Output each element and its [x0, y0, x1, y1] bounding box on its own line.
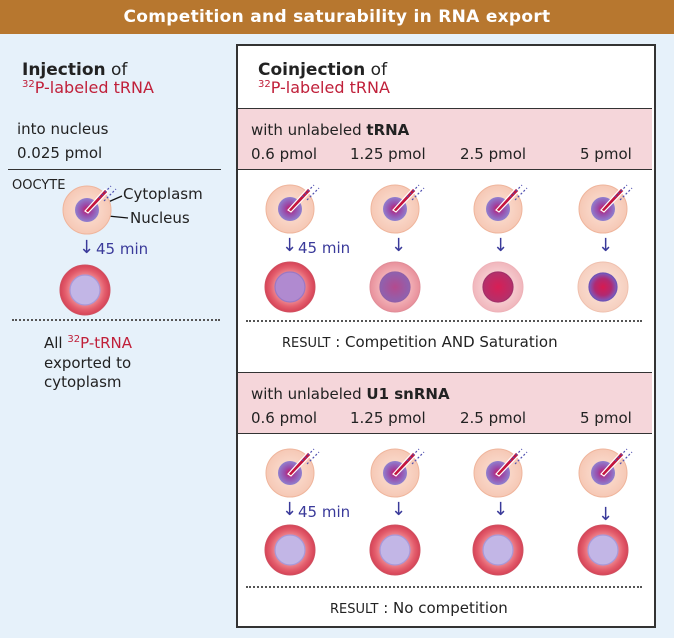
left-amount: 0.025 pmol — [17, 144, 103, 162]
section2-title-pre: with unlabeled — [251, 385, 367, 403]
section1-injected-oocyte-2 — [370, 184, 425, 234]
left-divider — [8, 169, 221, 170]
right-label-text: P-labeled tRNA — [270, 78, 390, 97]
section1-header-band — [238, 108, 652, 169]
section1-injected-oocyte-4 — [578, 184, 633, 234]
section1-result: RESULT : Competition AND Saturation — [282, 333, 558, 351]
section2-result-oocyte-2 — [369, 524, 421, 576]
section2-injected-oocyte-3 — [473, 448, 528, 498]
section2-injected-oocyte-2 — [370, 448, 425, 498]
section1-dotted-divider — [246, 320, 642, 322]
section2-result-label: RESULT — [330, 602, 379, 617]
left-heading-bold: Injection — [22, 60, 106, 80]
section2-dotted-divider — [246, 586, 642, 588]
figure-title: Competition and saturability in RNA expo… — [0, 0, 674, 34]
left-heading: Injection of — [22, 60, 127, 80]
section2-header-band — [238, 372, 652, 433]
section1-result-oocyte-1 — [264, 261, 316, 313]
section1-time: 45 min — [298, 239, 351, 257]
nucleus-label: Nucleus — [130, 209, 190, 227]
left-dotted-divider — [12, 319, 220, 321]
left-result-line2: exported to — [44, 354, 132, 372]
section2-arrow-3: ↓ — [493, 499, 509, 520]
section2-result-oocyte-3 — [472, 524, 524, 576]
section1-amount-3: 2.5 pmol — [460, 145, 527, 163]
section1-arrow-1: ↓ — [282, 235, 298, 256]
oocyte-label: OOCYTE — [12, 178, 66, 193]
section1-amount-1: 0.6 pmol — [251, 145, 318, 163]
section1-amount-4: 5 pmol — [580, 145, 632, 163]
right-heading: Coinjection of — [258, 60, 387, 80]
section2-injected-oocyte-4 — [578, 448, 633, 498]
right-label: 32P-labeled tRNA — [258, 78, 390, 97]
section2-title: with unlabeled U1 snRNA — [251, 385, 450, 403]
section1-title-bold: tRNA — [366, 121, 410, 139]
section1-title-pre: with unlabeled — [251, 121, 367, 139]
section2-arrow-2: ↓ — [391, 499, 407, 520]
section1-injected-oocyte-1 — [265, 184, 320, 234]
left-label: 32P-labeled tRNA — [22, 78, 154, 97]
section1-arrow-3: ↓ — [493, 235, 509, 256]
section2-amount-3: 2.5 pmol — [460, 409, 527, 427]
left-result-red: P-tRNA — [80, 334, 133, 352]
left-injected-oocyte — [62, 185, 117, 235]
left-label-sup: 32 — [22, 79, 35, 90]
section1-top-line — [238, 108, 652, 109]
right-heading-rest: of — [365, 60, 388, 80]
left-heading-rest: of — [105, 60, 128, 80]
section1-injected-oocyte-3 — [473, 184, 528, 234]
section2-injected-oocyte-1 — [265, 448, 320, 498]
left-into: into nucleus — [17, 120, 109, 138]
left-result-oocyte — [59, 264, 111, 316]
section2-result: RESULT : No competition — [330, 599, 508, 617]
left-time-arrow: ↓ — [79, 237, 95, 258]
left-label-text: P-labeled tRNA — [34, 78, 154, 97]
section2-amount-2: 1.25 pmol — [350, 409, 426, 427]
cytoplasm-label: Cytoplasm — [123, 185, 203, 203]
left-result-line1: All 32P-tRNA — [44, 334, 132, 352]
section2-arrow-1: ↓ — [282, 499, 298, 520]
section2-time: 45 min — [298, 503, 351, 521]
section2-arrow-4: ↓ — [598, 504, 614, 525]
section1-amount-2: 1.25 pmol — [350, 145, 426, 163]
right-label-sup: 32 — [258, 79, 271, 90]
section1-result-oocyte-3 — [472, 261, 524, 313]
left-time: 45 min — [96, 240, 149, 258]
section2-amount-4: 5 pmol — [580, 409, 632, 427]
section1-result-oocyte-4 — [577, 261, 629, 313]
section1-result-oocyte-2 — [369, 261, 421, 313]
right-heading-bold: Coinjection — [258, 60, 366, 80]
left-result-sup: 32 — [67, 334, 81, 345]
section1-arrow-2: ↓ — [391, 235, 407, 256]
section1-title: with unlabeled tRNA — [251, 121, 409, 139]
left-result-line3: cytoplasm — [44, 373, 122, 391]
section2-header-line — [238, 433, 652, 434]
section2-result-oocyte-1 — [264, 524, 316, 576]
section2-amount-1: 0.6 pmol — [251, 409, 318, 427]
section1-result-text: : Competition AND Saturation — [335, 333, 558, 351]
section1-header-line — [238, 169, 652, 170]
left-result-pre: All — [44, 334, 68, 352]
section2-title-bold: U1 snRNA — [366, 385, 450, 403]
section2-top-line — [238, 372, 652, 373]
section2-result-text: : No competition — [383, 599, 508, 617]
section2-result-oocyte-4 — [577, 524, 629, 576]
section1-arrow-4: ↓ — [598, 235, 614, 256]
section1-result-label: RESULT — [282, 336, 331, 351]
